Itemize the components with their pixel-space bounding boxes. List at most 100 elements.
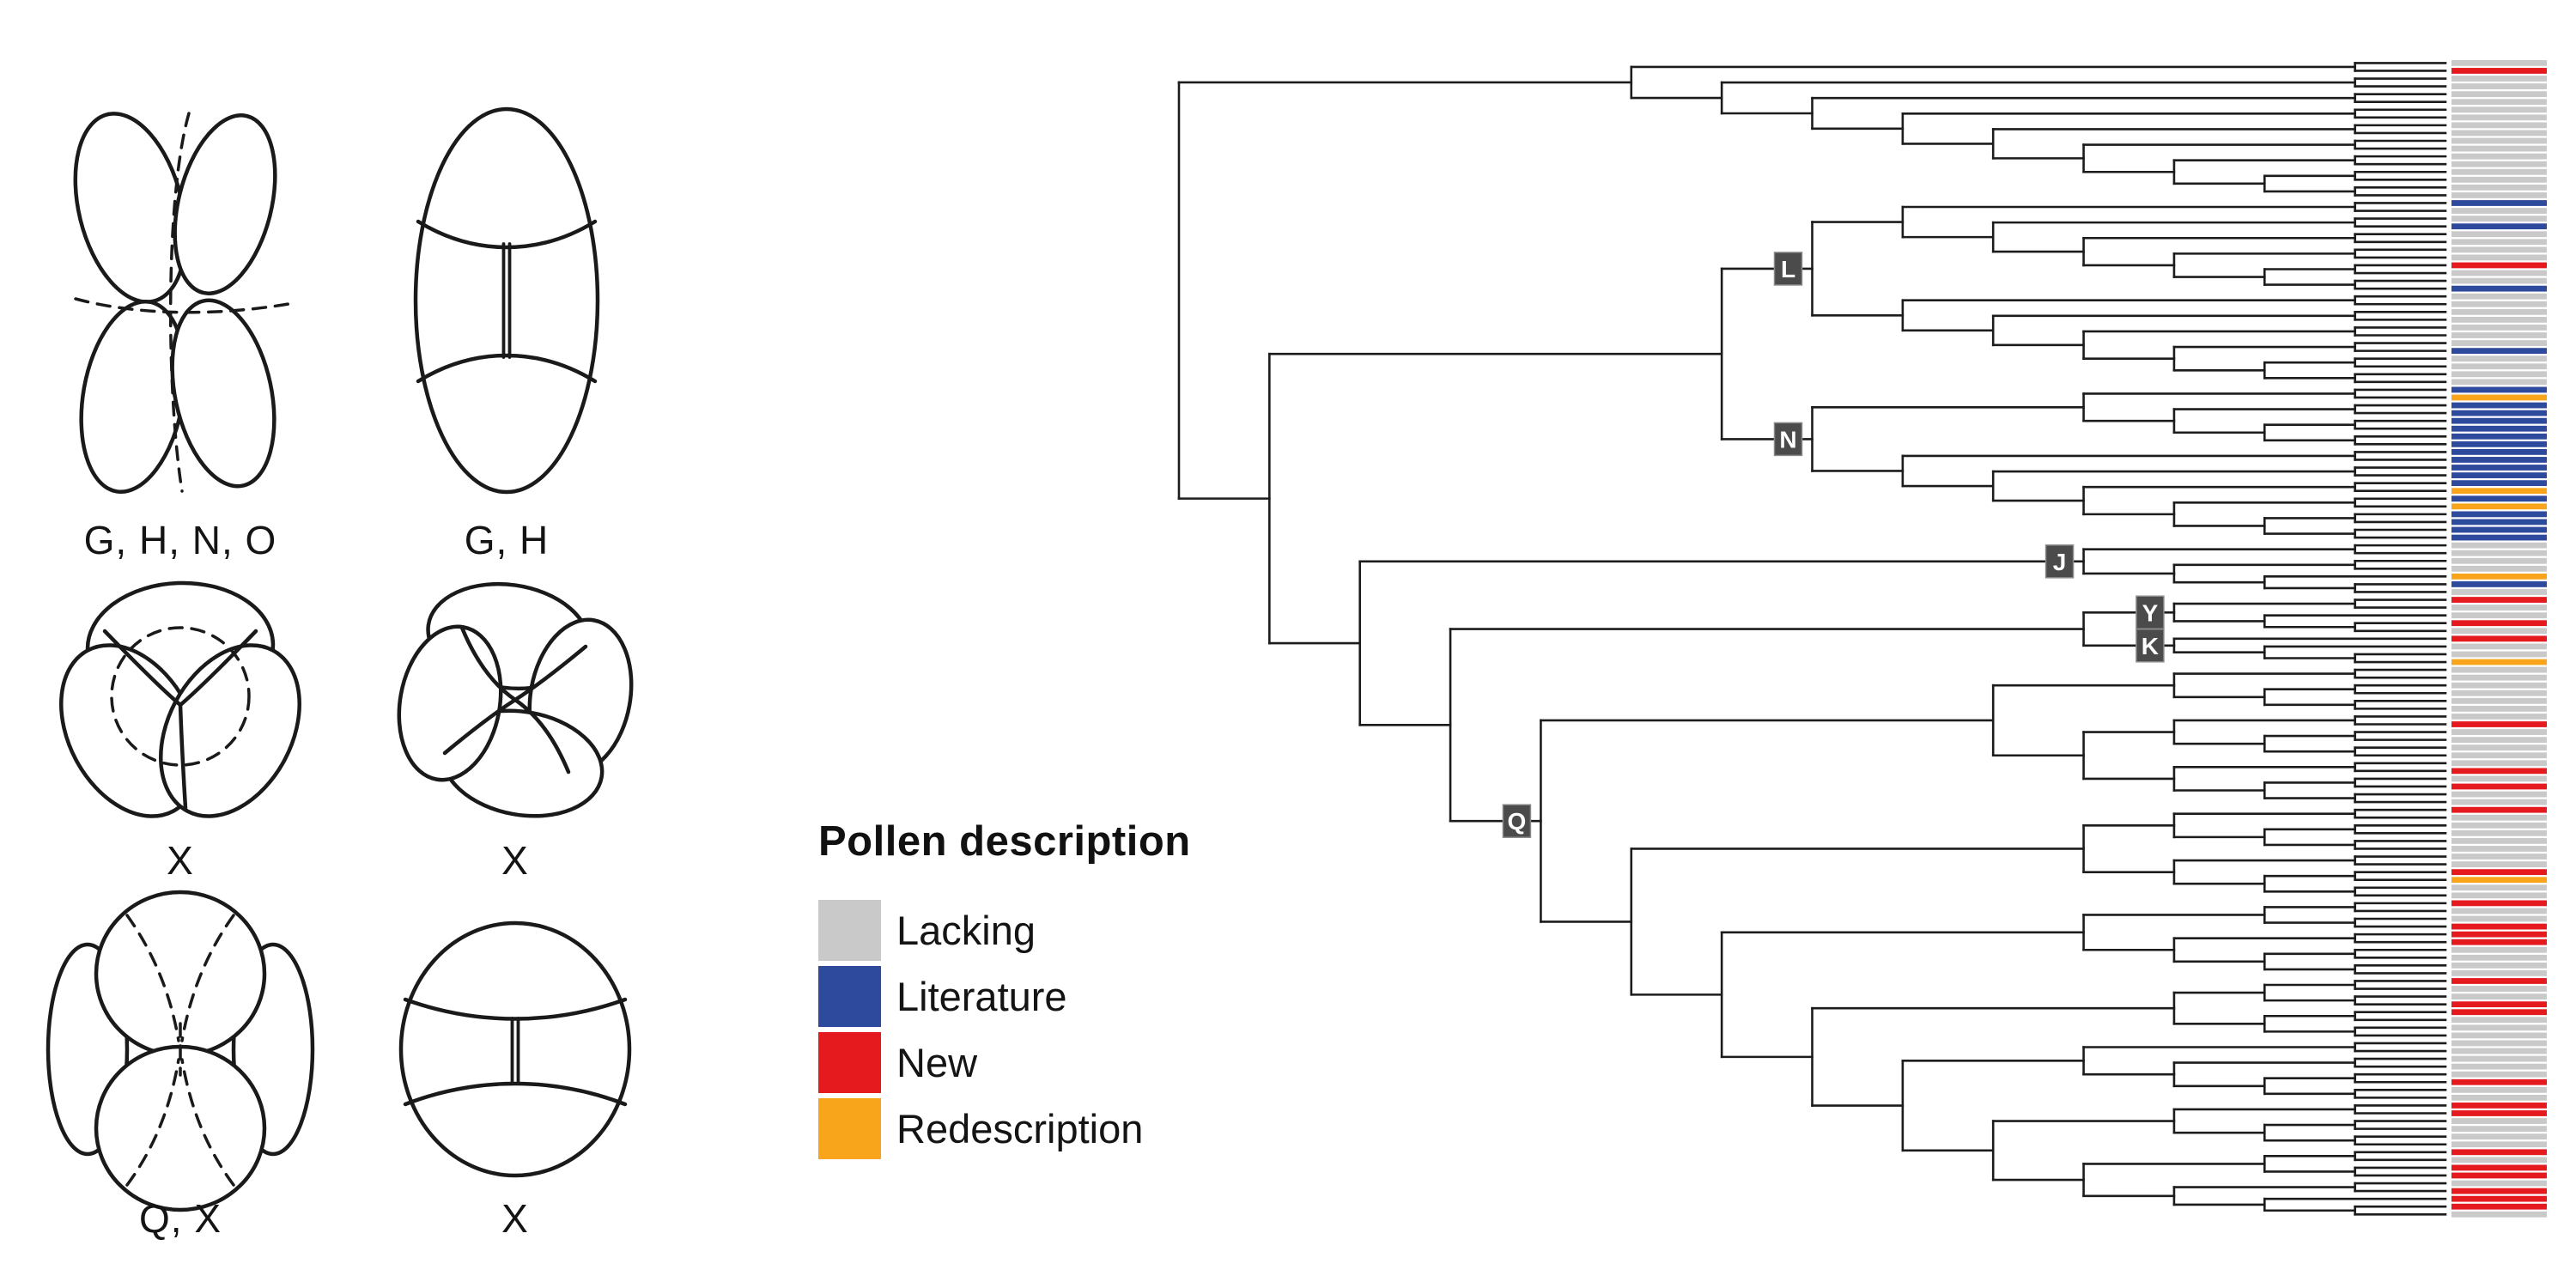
tip-bar: [2451, 168, 2547, 175]
tip-bar: [2451, 605, 2547, 611]
tip-bar: [2451, 465, 2547, 471]
tip-bar: [2451, 783, 2547, 790]
tip-bar: [2451, 737, 2547, 744]
tip-bar: [2451, 534, 2547, 541]
tip-bar: [2451, 254, 2547, 261]
tip-bar: [2451, 519, 2547, 526]
tip-bar: [2451, 946, 2547, 953]
tip-bar: [2451, 1032, 2547, 1039]
tip-bar: [2451, 308, 2547, 315]
tetrad-drawing-side-view: [73, 112, 290, 495]
tip-bar: [2451, 752, 2547, 759]
node-label-badge-J: J: [2044, 544, 2075, 579]
tip-bar: [2451, 216, 2547, 222]
tip-bar: [2451, 954, 2547, 961]
tip-bar: [2451, 829, 2547, 836]
tip-bar: [2451, 1149, 2547, 1156]
tip-bar: [2451, 729, 2547, 735]
tip-bar: [2451, 822, 2547, 829]
tip-bar: [2451, 231, 2547, 238]
tetrad-label-2: G, H: [464, 518, 550, 562]
node-label-box: [2136, 595, 2165, 630]
tetrad-label-5: Q, X: [138, 1196, 222, 1241]
tip-bar: [2451, 1164, 2547, 1171]
tip-bar: [2451, 838, 2547, 844]
tip-bar: [2451, 208, 2547, 214]
legend-swatch-new: [818, 1032, 881, 1093]
tip-bar: [2451, 316, 2547, 323]
tip-bar: [2451, 270, 2547, 276]
tip-bar: [2451, 503, 2547, 510]
tip-bar: [2451, 526, 2547, 533]
tip-bar: [2451, 597, 2547, 603]
tip-bar: [2451, 76, 2547, 82]
tip-bar: [2451, 325, 2547, 331]
tip-bar: [2451, 892, 2547, 899]
tip-bar: [2451, 91, 2547, 98]
legend-item-label: Literature: [896, 974, 1067, 1019]
tip-bar: [2451, 114, 2547, 121]
tip-bar: [2451, 293, 2547, 300]
tip-bar: [2451, 612, 2547, 619]
tip-bar: [2451, 978, 2547, 984]
tip-bar: [2451, 565, 2547, 572]
tip-bar: [2451, 153, 2547, 160]
node-label-badge-N: N: [1773, 422, 1803, 457]
tip-bar: [2451, 705, 2547, 712]
tip-bar: [2451, 620, 2547, 627]
tip-bar: [2451, 854, 2547, 860]
tip-bar: [2451, 1110, 2547, 1116]
tip-bar: [2451, 200, 2547, 206]
tip-bar: [2451, 1086, 2547, 1093]
tip-bar: [2451, 440, 2547, 447]
tip-bar: [2451, 425, 2547, 432]
dashed-inner-circle: [110, 626, 251, 767]
tip-bar: [2451, 1055, 2547, 1062]
tip-bar: [2451, 262, 2547, 269]
tip-bar: [2451, 1017, 2547, 1024]
tip-bar: [2451, 348, 2547, 355]
node-label-badge-Q: Q: [1502, 804, 1532, 838]
tip-bar: [2451, 223, 2547, 230]
tip-bar: [2451, 993, 2547, 999]
tip-bar: [2451, 355, 2547, 362]
tetrad-label-1: G, H, N, O: [83, 518, 277, 562]
tip-bar: [2451, 581, 2547, 587]
tip-bar: [2451, 417, 2547, 424]
tip-bar: [2451, 99, 2547, 106]
legend-item-new: New: [818, 1032, 1191, 1093]
tip-bar: [2451, 939, 2547, 945]
tip-bar: [2451, 775, 2547, 782]
hidden-seam-dashed-lines: [125, 914, 235, 1187]
tip-bar: [2451, 1094, 2547, 1101]
tip-bar: [2451, 145, 2547, 152]
node-label-text: L: [1781, 256, 1795, 283]
tip-category-bars: [2451, 60, 2547, 1218]
tip-bar: [2451, 449, 2547, 455]
tip-bar: [2451, 1157, 2547, 1163]
tip-bar: [2451, 1188, 2547, 1194]
tip-bar: [2451, 690, 2547, 696]
tip-bar: [2451, 161, 2547, 167]
tree-branches: [1177, 62, 2447, 1216]
tetrad-label-6: X: [501, 1196, 529, 1241]
tip-bar: [2451, 340, 2547, 346]
node-label-text: N: [1779, 426, 1796, 453]
tip-bar: [2451, 1133, 2547, 1140]
tip-bar: [2451, 1063, 2547, 1070]
tip-bar: [2451, 184, 2547, 191]
tip-bar: [2451, 332, 2547, 338]
node-label-box: [2136, 629, 2165, 663]
node-label-text: K: [2142, 633, 2159, 659]
tip-bar: [2451, 277, 2547, 284]
tip-bar: [2451, 674, 2547, 681]
tip-bar: [2451, 1195, 2547, 1202]
tip-bar: [2451, 908, 2547, 914]
tip-bar: [2451, 877, 2547, 884]
tip-bar: [2451, 589, 2547, 595]
tetrad-drawing-trilete: [59, 580, 301, 818]
node-label-badge-Y: Y: [2136, 595, 2165, 630]
tip-bar: [2451, 799, 2547, 805]
